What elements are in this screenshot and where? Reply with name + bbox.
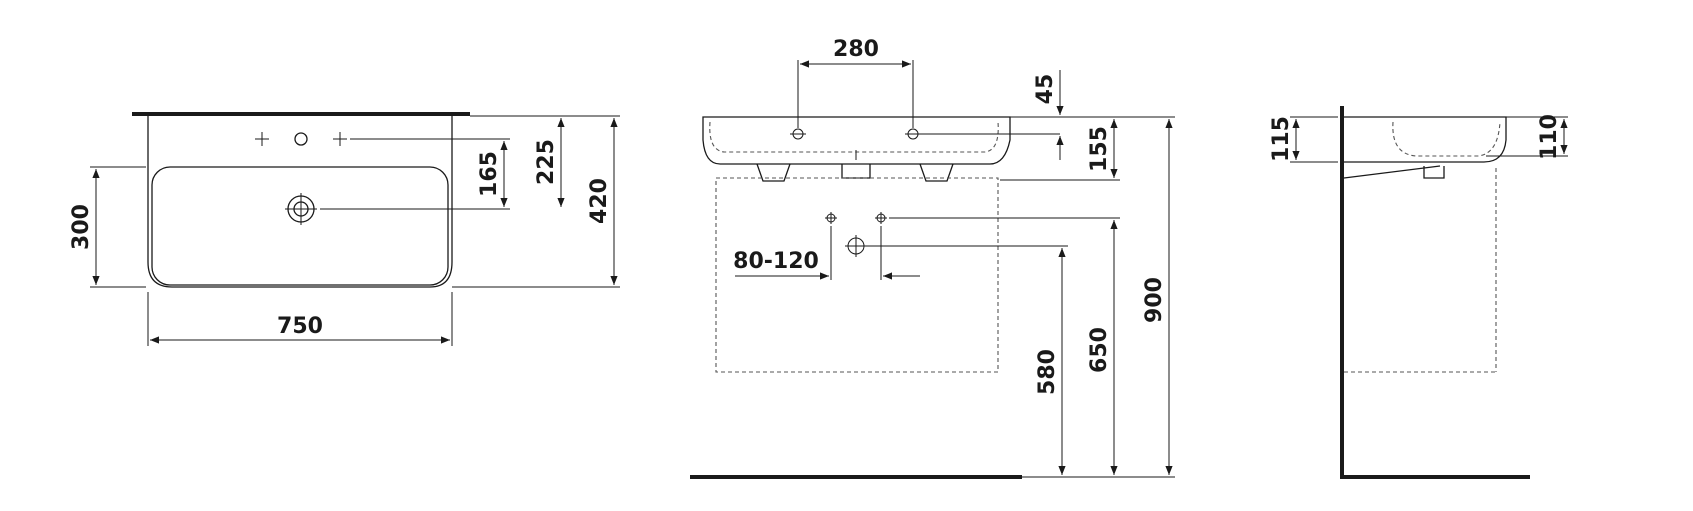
basin-side-outline: [1344, 116, 1507, 163]
dim-label-45: 45: [1033, 74, 1058, 105]
water-connection-icon: [825, 212, 837, 224]
right-foot: [919, 163, 954, 182]
dim-label-420: 420: [587, 178, 612, 224]
top-view: 750 300 165 225 420: [69, 112, 620, 346]
left-foot: [756, 163, 791, 182]
basin-front-outline: [702, 116, 1011, 165]
dim-label-900: 900: [1142, 277, 1167, 323]
dim-label-155: 155: [1087, 126, 1112, 172]
dim-label-300: 300: [69, 204, 94, 250]
dim-label-750: 750: [277, 314, 323, 339]
dim-label-650: 650: [1087, 327, 1112, 373]
basin-outline: [147, 116, 453, 288]
dim-label-225: 225: [534, 139, 559, 185]
cross-icon: [333, 132, 347, 146]
side-view: 115 110: [1269, 106, 1568, 479]
center-drain-foot: [841, 164, 871, 179]
drain-outlet: [1423, 166, 1445, 179]
dim-label-165: 165: [477, 151, 502, 197]
waste-connection-icon: [845, 235, 867, 257]
tap-hole-icon: [294, 132, 308, 146]
water-connection-icon: [875, 212, 887, 224]
cross-icon: [255, 132, 269, 146]
basin-side-inner-dashed: [1392, 121, 1501, 157]
basin-inner-dashed: [709, 121, 999, 153]
bowl-outline: [151, 166, 449, 286]
dim-label-280: 280: [833, 37, 879, 62]
dim-label-110: 110: [1537, 114, 1562, 160]
cabinet-outline: [715, 177, 999, 373]
dim-label-115: 115: [1269, 116, 1294, 162]
front-view: 280 45 155 80-120 580 650 900: [690, 37, 1175, 479]
dim-label-80-120: 80-120: [733, 249, 819, 274]
dim-label-580: 580: [1035, 349, 1060, 395]
